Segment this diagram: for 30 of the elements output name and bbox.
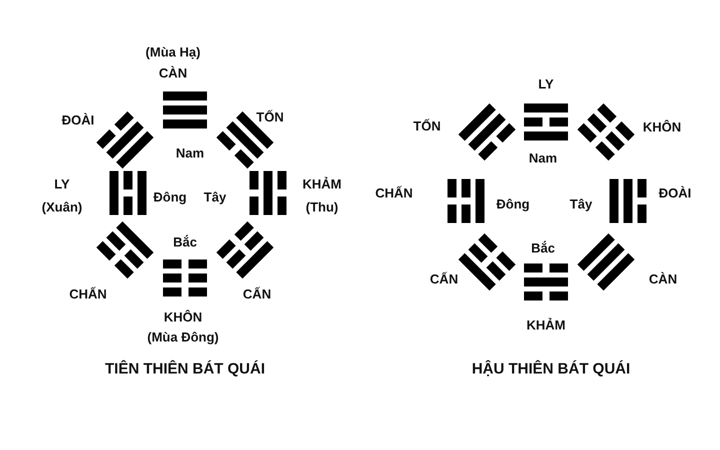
trigram-label: Nam bbox=[528, 152, 558, 164]
trigram-label: CÀN bbox=[158, 66, 188, 80]
trigram-label: Đông bbox=[496, 198, 530, 210]
trigram-label: (Thu) bbox=[306, 200, 338, 214]
trigram-label: KHẢM bbox=[526, 318, 566, 332]
trigram-label: KHÔN bbox=[164, 310, 202, 324]
trigram-label: KHÔN bbox=[642, 120, 682, 134]
trigram-label: Đông bbox=[153, 190, 187, 204]
trigram-label: Tây bbox=[204, 190, 226, 204]
trigram-label: CẤN bbox=[242, 288, 272, 300]
trigram-label: LY bbox=[538, 78, 554, 90]
trigram-label: KHẢM bbox=[302, 178, 342, 190]
trigram-label: TỐN bbox=[413, 120, 441, 132]
trigram-label: Bắc bbox=[173, 236, 197, 248]
trigram-label: Bắc bbox=[531, 242, 555, 254]
trigram-label: (Mùa Đông) bbox=[147, 330, 219, 344]
diagram-caption: HẬU THIÊN BÁT QUÁI bbox=[472, 362, 630, 376]
trigram-label: CÀN bbox=[648, 272, 678, 286]
diagram-caption: TIÊN THIÊN BÁT QUÁI bbox=[105, 362, 265, 376]
trigram-label: (Mùa Hạ) bbox=[146, 46, 200, 58]
trigram-label: CHẤN bbox=[375, 186, 413, 200]
trigram-label: (Xuân) bbox=[42, 200, 82, 214]
trigram-label: ĐOÀI bbox=[62, 114, 94, 126]
trigram-label: TỐN bbox=[256, 110, 284, 124]
trigram-label: CẤN bbox=[430, 272, 458, 286]
trigram-label: Tây bbox=[570, 198, 592, 210]
trigram-label: LY bbox=[54, 178, 70, 190]
trigram-label: CHẤN bbox=[69, 288, 107, 300]
trigram-label: ĐOÀI bbox=[658, 186, 692, 200]
trigram-label: Nam bbox=[176, 146, 204, 160]
